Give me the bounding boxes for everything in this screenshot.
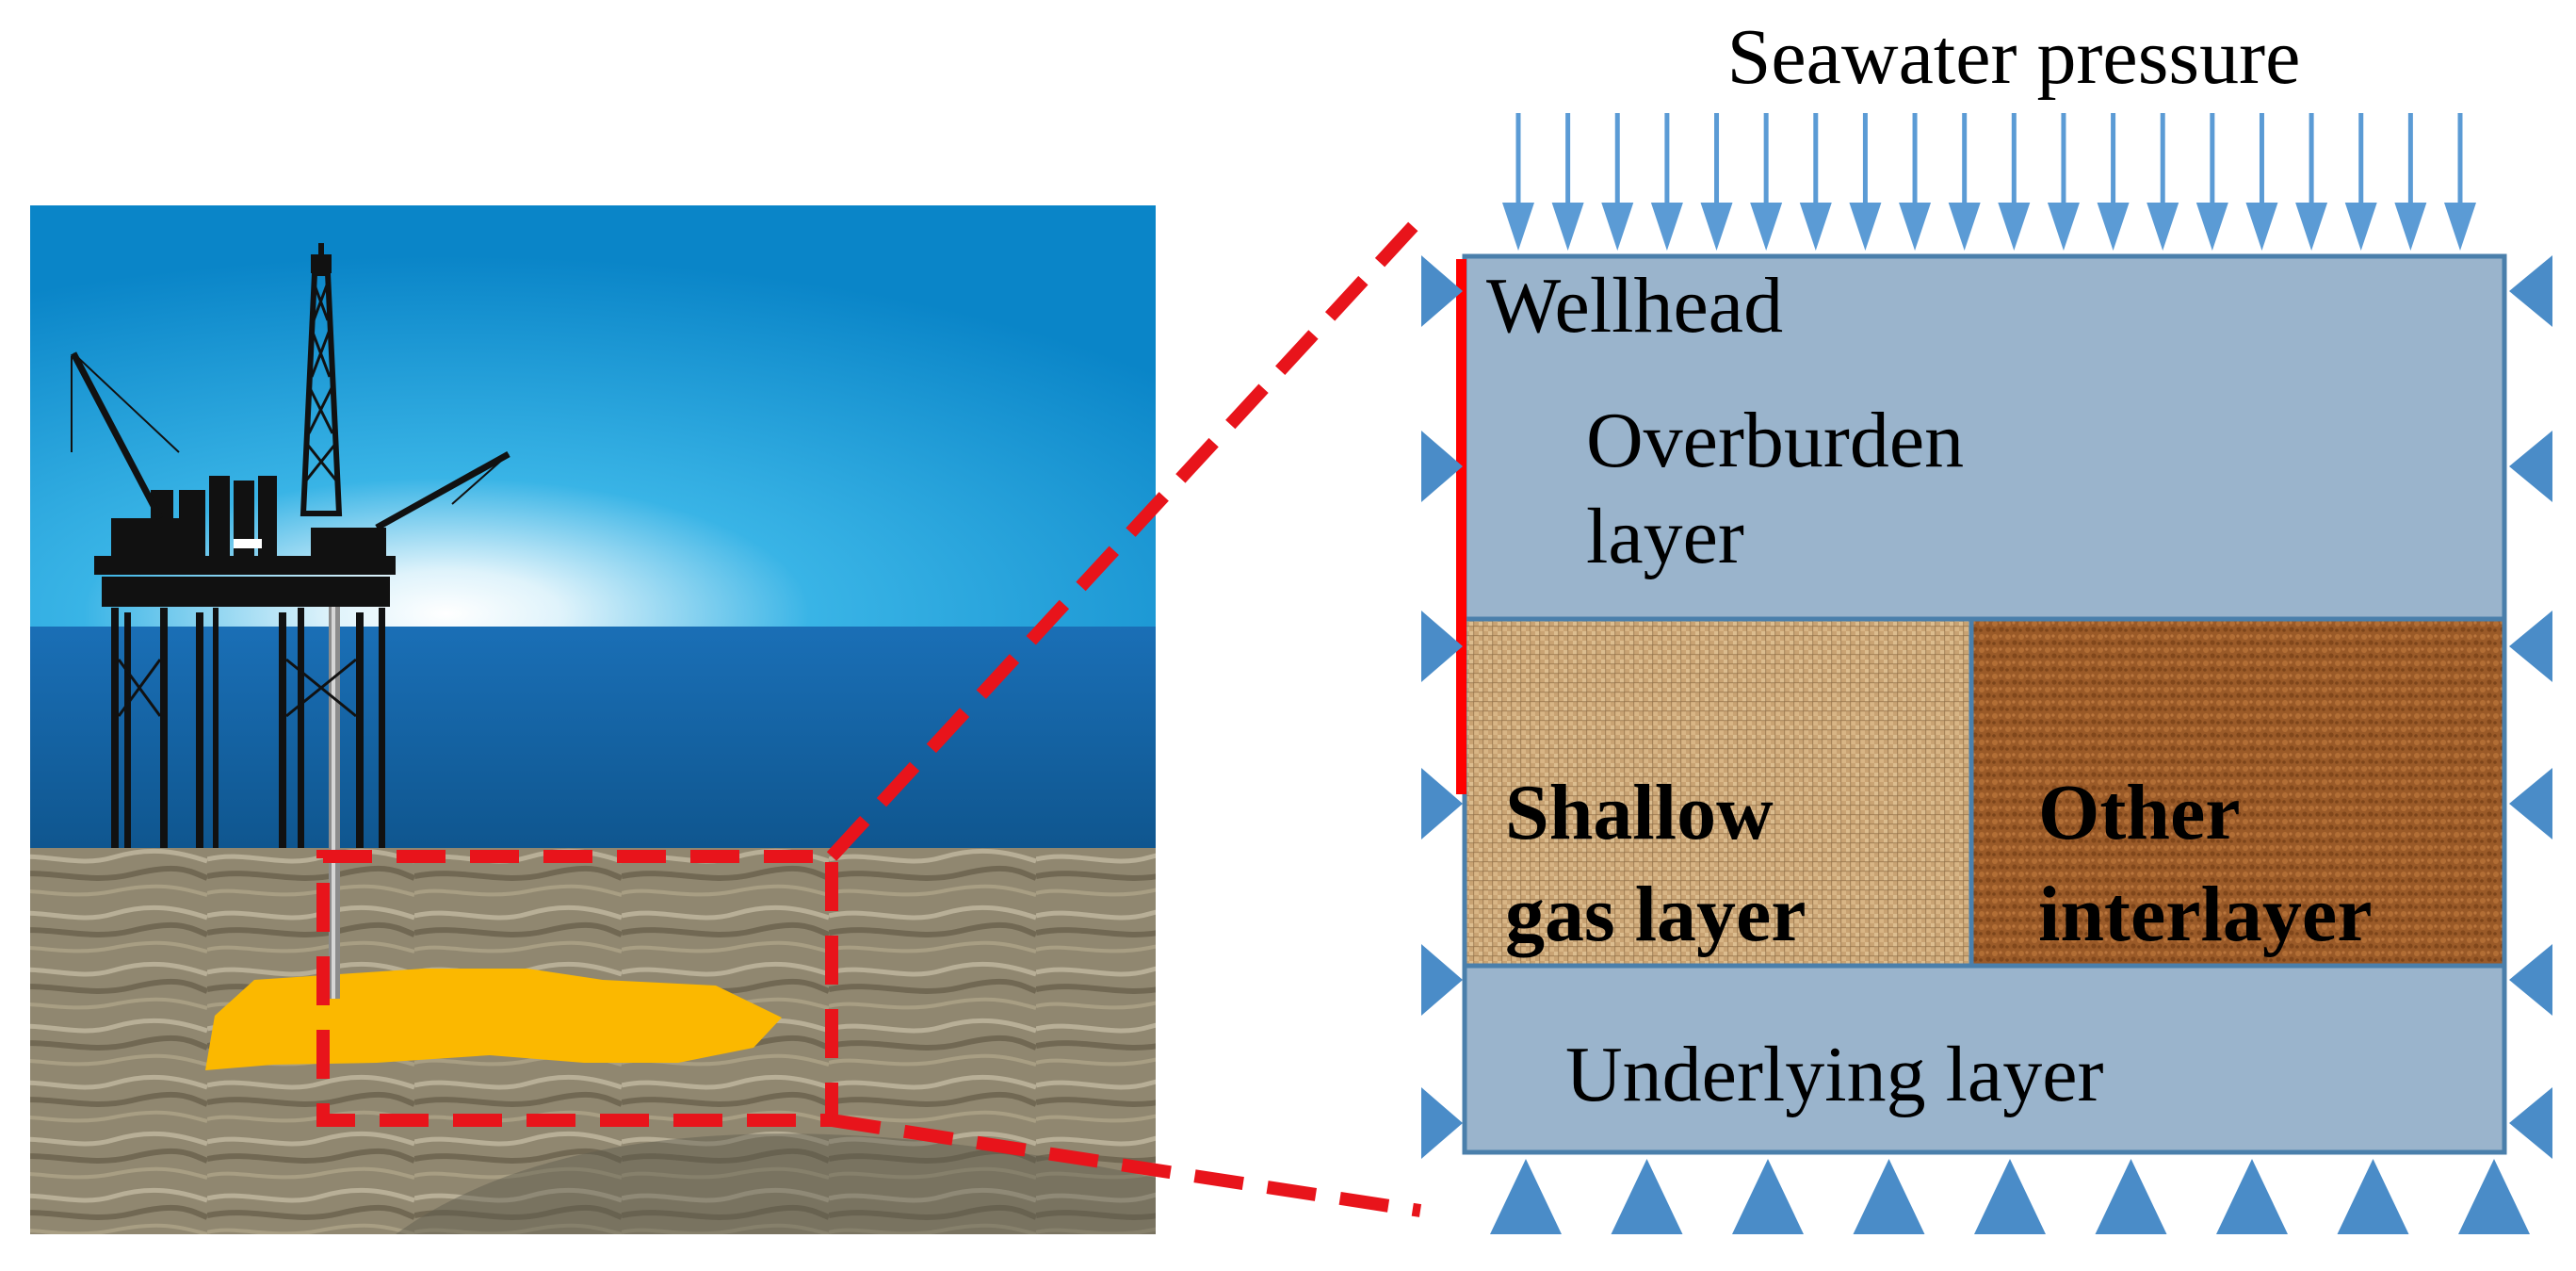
down-arrow-icon	[1601, 113, 1634, 251]
wellhead-label: Wellhead	[1486, 262, 1783, 350]
overburden-label-line1: Overburden	[1586, 397, 1964, 484]
down-arrow-icon	[1650, 113, 1683, 251]
left-roller-support-icon	[1421, 431, 1463, 502]
other-interlayer-label-line1: Other	[2038, 769, 2241, 856]
underlying-layer-label: Underlying layer	[1565, 1031, 2103, 1118]
bottom-roller-support-icon	[1490, 1159, 1562, 1234]
other-interlayer-label-line2: interlayer	[2038, 871, 2373, 958]
right-roller-support-icon	[2509, 431, 2552, 502]
offshore-scene	[30, 205, 1156, 1234]
down-arrow-icon	[2444, 113, 2476, 251]
bottom-roller-support-icon	[1611, 1159, 1683, 1234]
down-arrow-icon	[1998, 113, 2031, 251]
shallow-gas-layer	[1462, 616, 1974, 969]
shallow-gas-label-line2: gas layer	[1505, 871, 1806, 958]
model-domain	[1456, 253, 2507, 1155]
down-arrow-icon	[1799, 113, 1832, 251]
underlying-layer	[1462, 963, 2507, 1155]
down-arrow-icon	[2295, 113, 2328, 251]
down-arrow-icon	[1551, 113, 1584, 251]
down-arrow-icon	[2147, 113, 2179, 251]
bottom-roller-support-icon	[2458, 1159, 2530, 1234]
left-roller-support-icon	[1421, 944, 1463, 1016]
overburden-layer	[1462, 253, 2507, 622]
down-arrow-icon	[1700, 113, 1733, 251]
left-roller-support-icon	[1421, 611, 1463, 682]
down-arrow-icon	[1502, 113, 1534, 251]
down-arrow-icon	[2195, 113, 2228, 251]
left-roller-support-icon	[1421, 1087, 1463, 1159]
down-arrow-icon	[2047, 113, 2080, 251]
down-arrow-icon	[1849, 113, 1882, 251]
zoom-box	[316, 850, 838, 1127]
down-arrow-icon	[2097, 113, 2130, 251]
left-roller-support-icon	[1421, 255, 1463, 327]
bottom-roller-support-icon	[1974, 1159, 2046, 1234]
down-arrow-icon	[2344, 113, 2377, 251]
bottom-roller-support-icon	[1732, 1159, 1804, 1234]
down-arrow-icon	[1948, 113, 1981, 251]
bottom-roller-support-icon	[2216, 1159, 2288, 1234]
right-roller-support-icon	[2509, 255, 2552, 327]
right-roller-support-icon	[2509, 1087, 2552, 1159]
down-arrow-icon	[2394, 113, 2427, 251]
wellbore-line	[1456, 259, 1466, 794]
shallow-gas-label-line1: Shallow	[1505, 769, 1774, 856]
zoom-connector-bottom	[830, 1114, 1422, 1217]
zoom-region	[316, 214, 1426, 1217]
seawater-pressure-title: Seawater pressure	[1727, 13, 2301, 101]
down-arrow-icon	[1750, 113, 1783, 251]
reservoir	[205, 969, 782, 1070]
seabed-shadow	[396, 1133, 1156, 1234]
left-roller-support-icon	[1421, 768, 1463, 839]
bottom-roller-support-icon	[1853, 1159, 1925, 1234]
overburden-label-line2: layer	[1586, 493, 1744, 580]
bottom-roller-support-icon	[2095, 1159, 2167, 1234]
seawater-pressure-arrows	[1502, 113, 2476, 251]
down-arrow-icon	[2245, 113, 2278, 251]
oil-rig-icon	[70, 243, 510, 848]
down-arrow-icon	[1899, 113, 1932, 251]
other-interlayer	[1968, 616, 2507, 969]
right-roller-support-icon	[2509, 944, 2552, 1016]
bottom-roller-support-icon	[2337, 1159, 2409, 1234]
right-roller-support-icon	[2509, 611, 2552, 682]
boundary-supports	[1421, 255, 2552, 1234]
right-roller-support-icon	[2509, 768, 2552, 839]
